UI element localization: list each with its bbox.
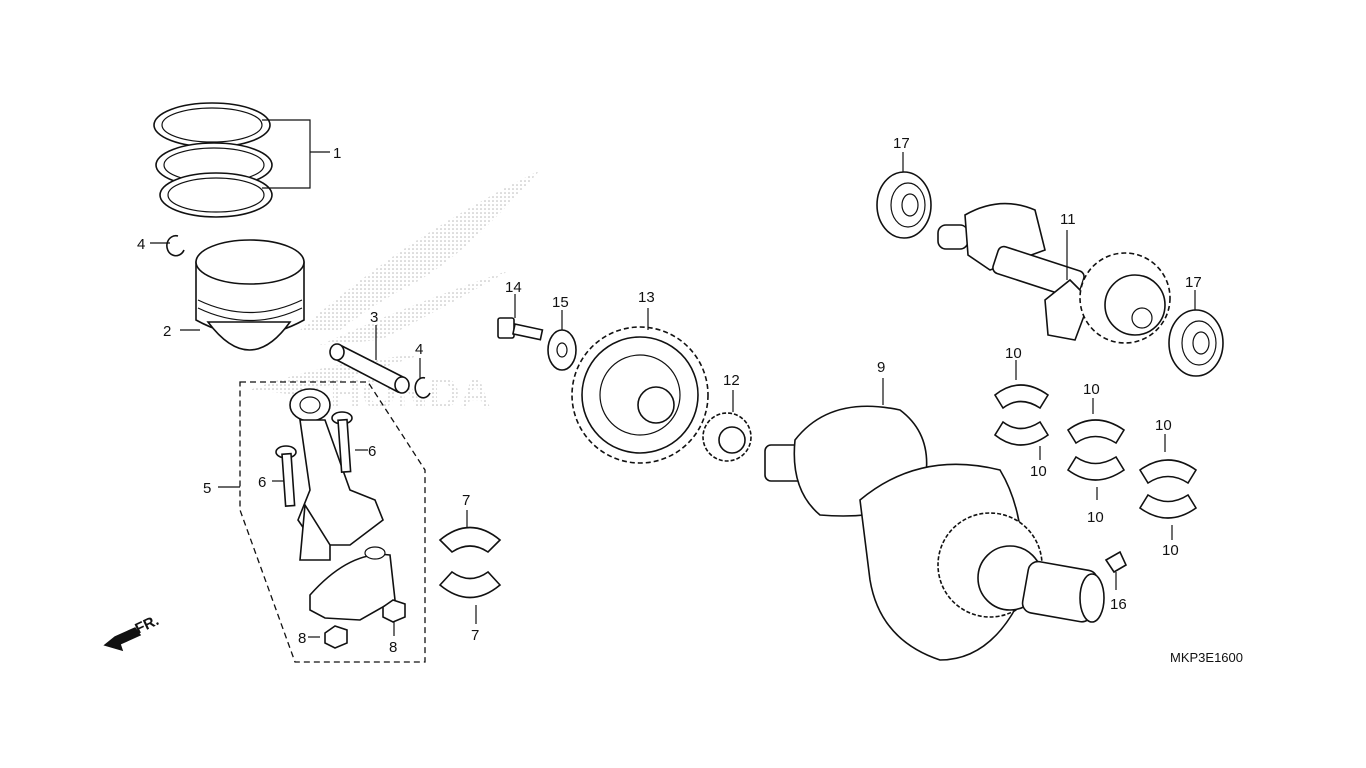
front-direction-arrow: FR. [103,612,162,652]
callout-5: 5 [203,480,211,497]
callout-4b: 4 [415,341,423,358]
watermark-text: HONDA [330,369,491,418]
callout-2: 2 [163,323,171,340]
crankshaft[interactable] [764,405,1105,661]
callout-10e: 10 [1155,417,1172,434]
main-bearing-2-lower[interactable] [1066,455,1126,481]
wing-logo-watermark: HONDA [250,170,540,418]
rod-nut-left[interactable] [324,625,348,649]
callout-10b: 10 [1030,463,1047,480]
piston-pin[interactable] [329,343,410,394]
callout-17a: 17 [893,135,910,152]
ball-bearing-right[interactable] [1168,309,1224,377]
callout-9: 9 [877,359,885,376]
connecting-rod-cap[interactable] [309,546,396,621]
callout-8a: 8 [298,630,306,647]
main-bearing-2-upper[interactable] [1066,419,1126,445]
callout-17b: 17 [1185,274,1202,291]
washer[interactable] [547,329,577,371]
connecting-rod-group-box [239,381,426,663]
callout-7a: 7 [462,492,470,509]
callout-4a: 4 [137,236,145,253]
woodruff-key[interactable] [1104,550,1128,574]
callout-10f: 10 [1162,542,1179,559]
piston-pin-clip-left[interactable] [166,234,185,257]
callout-16: 16 [1110,596,1127,613]
primary-drive-gear[interactable] [571,326,709,464]
callout-6a: 6 [368,443,376,460]
piston[interactable] [195,239,305,351]
piston-pin-clip-right[interactable] [414,376,431,399]
callout-8b: 8 [389,639,397,656]
diagram-code: MKP3E1600 [1170,650,1243,665]
callout-11: 11 [1060,211,1076,228]
callout-15: 15 [552,294,569,311]
rod-bolt-right[interactable] [331,411,353,474]
rod-bolt-left[interactable] [275,445,297,508]
callout-14: 14 [505,279,522,296]
callout-10a: 10 [1005,345,1022,362]
rod-bearing-upper[interactable] [438,526,502,554]
callout-12: 12 [723,372,740,389]
main-bearing-3-lower[interactable] [1138,493,1198,519]
callout-10c: 10 [1083,381,1100,398]
callout-13: 13 [638,289,655,306]
callout-10d: 10 [1087,509,1104,526]
main-bearing-1-lower[interactable] [993,420,1050,446]
piston-rings[interactable] [153,102,273,218]
rod-bearing-lower[interactable] [438,570,502,599]
front-direction-label: FR. [133,612,162,638]
callout-6b: 6 [258,474,266,491]
connecting-rod[interactable] [289,388,384,561]
callout-3: 3 [370,309,378,326]
gear-bolt[interactable] [497,317,544,341]
rod-nut-right[interactable] [382,599,406,623]
balancer-shaft[interactable] [937,202,1171,344]
callout-7b: 7 [471,627,479,644]
main-bearing-3-upper[interactable] [1138,459,1198,485]
main-bearing-1-upper[interactable] [993,384,1050,410]
small-gear[interactable] [702,412,752,462]
callout-1: 1 [333,145,341,162]
ball-bearing-left[interactable] [876,171,932,239]
